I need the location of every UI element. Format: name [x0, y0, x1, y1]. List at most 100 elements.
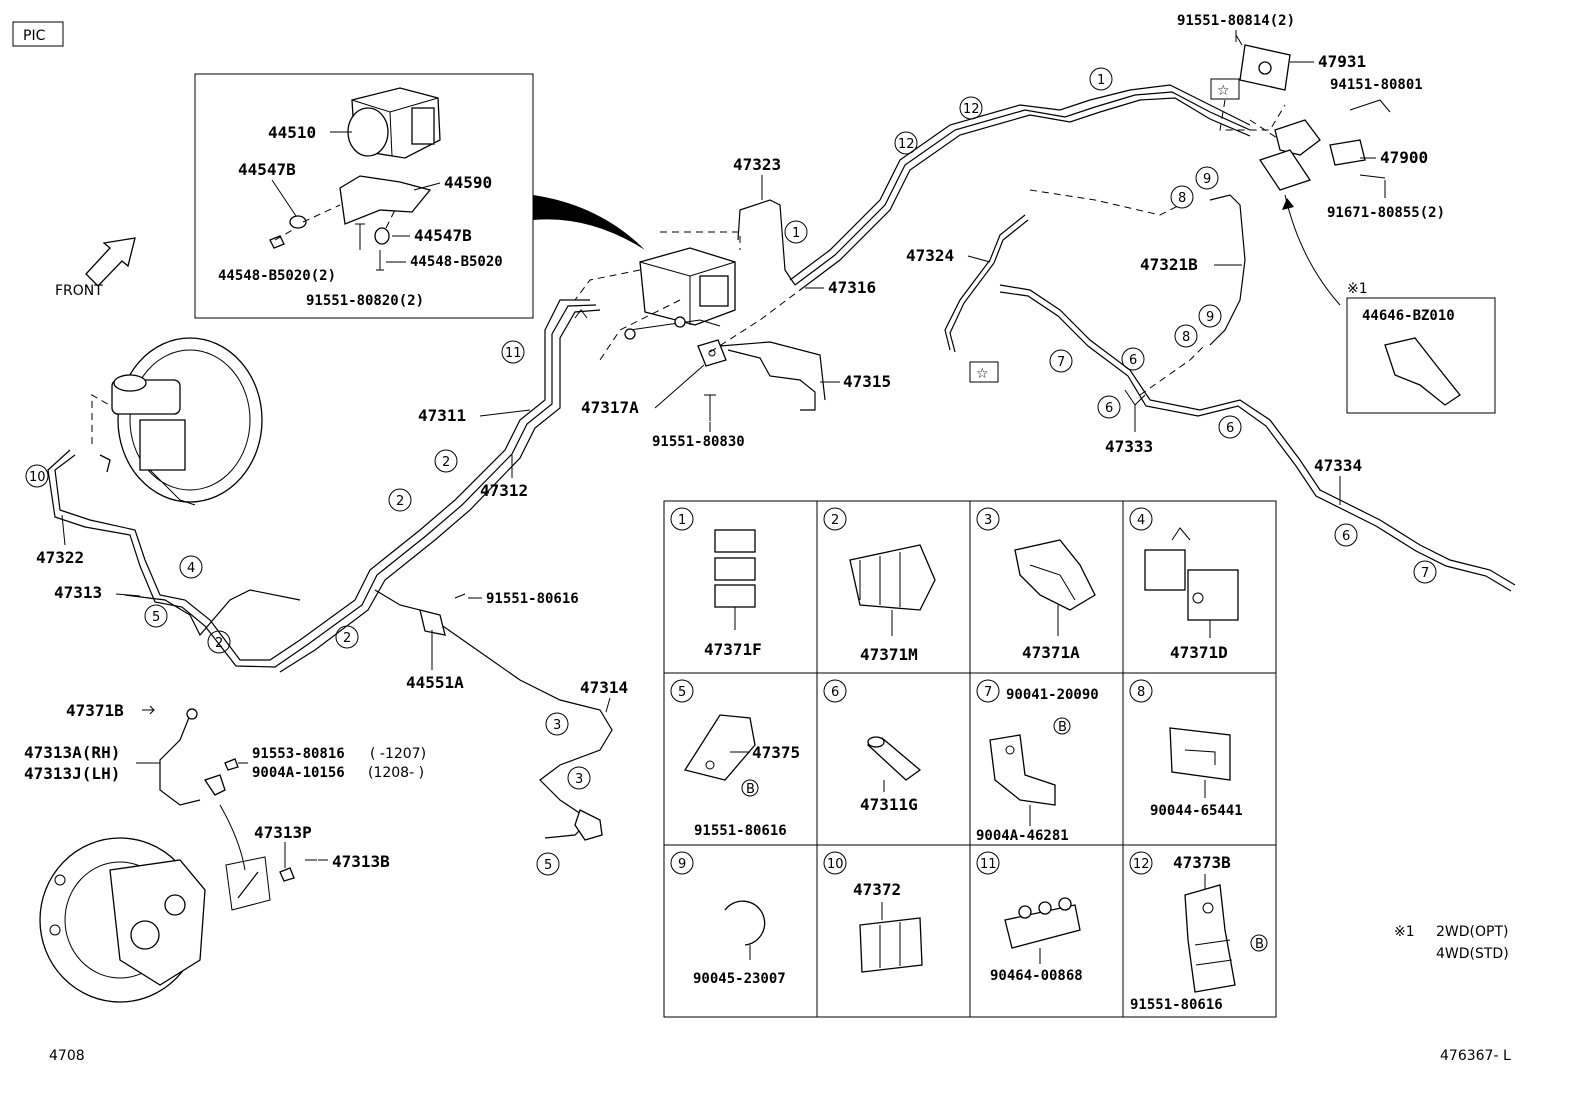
svg-text:7: 7: [1057, 355, 1065, 370]
svg-text:12: 12: [963, 102, 980, 117]
label-44551A: 44551A: [406, 673, 464, 692]
label-9004A-range: (1208- ): [368, 765, 424, 781]
part-47311G: 47311G: [860, 795, 918, 814]
svg-text:B: B: [1058, 720, 1067, 735]
label-47313P: 47313P: [254, 823, 312, 842]
inset-label-91551-80820: 91551-80820(2): [306, 293, 424, 309]
part-90464-00868: 90464-00868: [990, 968, 1083, 984]
inset-label-44590: 44590: [444, 173, 492, 192]
abs-actuator-icon: [347, 87, 441, 159]
label-47312: 47312: [480, 481, 528, 500]
abs-inset: 44510 44547B 44590 44547B 44548-B5020(2)…: [194, 73, 534, 319]
svg-text:8: 8: [1137, 685, 1145, 700]
label-94151-80801: 94151-80801: [1330, 77, 1423, 93]
bolt-icon: [376, 250, 384, 271]
inset-label-44547B-a: 44547B: [238, 160, 296, 179]
clamp-47375-icon: [683, 714, 756, 781]
svg-text:10: 10: [827, 857, 844, 872]
label-47322: 47322: [36, 548, 84, 567]
part-90045-23007: 90045-23007: [693, 971, 786, 987]
brake-joint-icon: [697, 339, 727, 421]
sensor-bracket-icon: [1235, 34, 1291, 91]
svg-text:2: 2: [442, 455, 450, 470]
clamp-bracket-icon: [419, 609, 446, 636]
brake-pipes: [47, 84, 1516, 841]
legend-4wd: 4WD(STD): [1436, 946, 1509, 962]
label-9004A-10156: 9004A-10156: [252, 765, 345, 781]
abs-unit-icon: [624, 231, 741, 340]
grid-cell-11: 11 90464-00868: [976, 851, 1083, 984]
legend-mark: ※1: [1394, 924, 1415, 940]
svg-text:6: 6: [1226, 421, 1234, 436]
label-47311: 47311: [418, 406, 466, 425]
svg-text:8: 8: [1182, 330, 1190, 345]
callout-circles: 1 12 12 1 8 9 9 8 7 6 6 6 6 7 11 2 2 10 …: [25, 67, 1437, 876]
label-44646-mark: ※1: [1347, 281, 1368, 297]
footer-right-code: 476367- L: [1440, 1048, 1511, 1064]
svg-text:11: 11: [980, 857, 997, 872]
svg-text:1: 1: [1097, 73, 1105, 88]
clamp-9004A-46281-icon: [989, 734, 1056, 806]
inset-label-44548-2: 44548-B5020(2): [218, 268, 336, 284]
label-91553-range: ( -1207): [370, 746, 426, 762]
clamp-47373B-icon: [1184, 884, 1236, 993]
clip-90464-00868-icon: [1004, 897, 1081, 964]
legend-2wd: 2WD(OPT): [1436, 924, 1508, 940]
label-47317A: 47317A: [581, 398, 639, 417]
label-47313B: 47313B: [332, 852, 390, 871]
pic-tag-box: [12, 21, 64, 47]
svg-text:12: 12: [898, 137, 915, 152]
label-91671-80855: 91671-80855(2): [1327, 205, 1445, 221]
grommet-icon: [289, 215, 307, 229]
grommet-icon: [374, 227, 390, 245]
star-box: [1210, 78, 1240, 100]
label-47324: 47324: [906, 246, 954, 265]
grid-cell-7: 7 90041-20090 B 9004A-46281: [976, 679, 1099, 844]
part-9004A-46281: 9004A-46281: [976, 828, 1069, 844]
svg-text:9: 9: [678, 857, 686, 872]
svg-text:3: 3: [984, 513, 992, 528]
grid-cell-8: 8 90044-65441: [1129, 679, 1243, 819]
svg-text:9: 9: [1203, 172, 1211, 187]
footer-left-code: 4708: [49, 1048, 85, 1064]
bracket-44646-box: [1346, 297, 1496, 414]
label-47315: 47315: [843, 372, 891, 391]
front-arrow-icon: [85, 237, 136, 287]
part-90041-20090: 90041-20090: [1006, 687, 1099, 703]
part-47371F: 47371F: [704, 640, 762, 659]
svg-text:11: 11: [505, 346, 522, 361]
label-47313A: 47313A(RH): [24, 743, 120, 762]
part-47371A: 47371A: [1022, 643, 1080, 662]
star-mark: ☆: [1217, 83, 1230, 99]
svg-text:2: 2: [343, 631, 351, 646]
label-47313: 47313: [54, 583, 102, 602]
inset-label-44547B-b: 44547B: [414, 226, 472, 245]
label-44646-BZ010: 44646-BZ010: [1362, 308, 1455, 324]
inset-label-44548: 44548-B5020: [410, 254, 503, 270]
clip-90044-65441-icon: [1169, 727, 1231, 798]
grid-cell-4: 4 47371D: [1129, 507, 1239, 662]
grid-cell-9: 9 90045-23007: [670, 851, 786, 987]
grid-cell-6: 6 47311G: [823, 679, 922, 814]
svg-text:6: 6: [1129, 353, 1137, 368]
svg-text:2: 2: [831, 513, 839, 528]
label-47316: 47316: [828, 278, 876, 297]
label-91551-80616: 91551-80616: [486, 591, 579, 607]
svg-text:9: 9: [1206, 310, 1214, 325]
bolt-icon: [355, 223, 365, 250]
svg-text:1: 1: [792, 226, 800, 241]
flex-hose: [159, 714, 201, 806]
part-90044-65441: 90044-65441: [1150, 803, 1243, 819]
label-47323: 47323: [733, 155, 781, 174]
svg-text:3: 3: [553, 718, 561, 733]
svg-text:4: 4: [1137, 513, 1145, 528]
svg-text:10: 10: [29, 470, 46, 485]
part-91551-80616-b: 91551-80616: [1130, 997, 1223, 1013]
clip-47371D-icon: [1144, 527, 1239, 638]
bracket-44646-icon: [1384, 337, 1461, 406]
inset-label-44510: 44510: [268, 123, 316, 142]
label-47931: 47931: [1318, 52, 1366, 71]
label-47334: 47334: [1314, 456, 1362, 475]
svg-text:1: 1: [678, 513, 686, 528]
part-47373B: 47373B: [1173, 853, 1231, 872]
